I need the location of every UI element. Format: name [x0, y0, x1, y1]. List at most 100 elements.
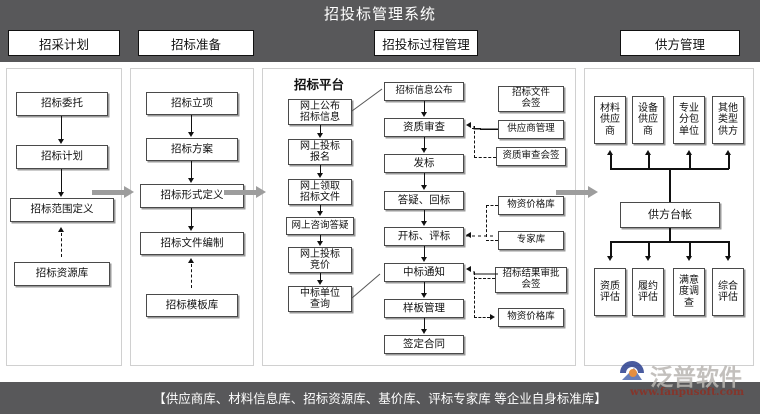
node-material-price-library-1[interactable]: 物资价格库 — [498, 196, 564, 215]
node-qualification-review[interactable]: 资质审查 — [384, 118, 464, 137]
connector-line — [320, 235, 321, 243]
connector-line — [320, 205, 321, 213]
node-label-line3: 供方 — [718, 125, 738, 137]
node-label: 资质审查会签 — [502, 150, 560, 162]
node-bid-result-approval-countersign[interactable]: 招标结果审批 会签 — [495, 267, 567, 293]
node-bid-resource-library[interactable]: 招标资源库 — [14, 262, 110, 286]
connector-line — [648, 241, 650, 257]
node-download-bid-documents-online[interactable]: 网上领取 招标文件 — [288, 179, 352, 205]
arrow-down-icon — [421, 185, 427, 190]
node-label-line1: 招标结果审批 — [502, 268, 560, 280]
node-material-price-library-2[interactable]: 物资价格库 — [498, 308, 564, 327]
arrow-down-icon — [317, 280, 323, 285]
node-supplier-management[interactable]: 供应商管理 — [498, 120, 564, 139]
node-label-line2: 类型 — [718, 114, 738, 126]
connector-line — [320, 273, 321, 282]
node-label: 招标资源库 — [35, 267, 89, 280]
node-label: 招标计划 — [41, 150, 83, 163]
node-publish-bid-info-online[interactable]: 网上公布 招标信息 — [288, 99, 352, 125]
page-title: 招投标管理系统 — [323, 6, 436, 23]
node-supplier-ledger[interactable]: 供方台帐 — [620, 202, 720, 228]
node-bid-template-library[interactable]: 招标模板库 — [146, 294, 238, 317]
node-bid-initiation[interactable]: 招标立项 — [146, 92, 238, 115]
watermark: 泛普软件 www.fanpusoft.com — [616, 358, 760, 408]
node-label: 招标立项 — [171, 96, 213, 109]
stage-arrow-2-icon — [224, 186, 266, 198]
node-qa-and-bid-return[interactable]: 答疑、回标 — [384, 191, 464, 210]
node-label-line1: 资质 — [600, 280, 620, 292]
node-label: 签定合同 — [403, 337, 445, 350]
node-label: 资质审查 — [403, 120, 445, 133]
node-satisfaction-survey[interactable]: 满意 度调 查 — [673, 268, 705, 316]
node-bid-scheme[interactable]: 招标方案 — [146, 138, 238, 161]
node-equipment-supplier[interactable]: 设备 供应 商 — [632, 96, 664, 144]
node-label: 答疑、回标 — [397, 193, 451, 206]
node-online-bid-registration[interactable]: 网上投标 报名 — [288, 139, 352, 165]
node-online-consultation-qa[interactable]: 网上咨询答疑 — [286, 217, 354, 235]
node-sample-management[interactable]: 样板管理 — [384, 299, 464, 318]
tab-procurement-plan[interactable]: 招采计划 — [8, 30, 120, 56]
arrow-down-icon — [58, 139, 64, 144]
arrow-down-icon — [317, 211, 323, 216]
node-label-line2: 供应 — [638, 114, 658, 126]
connector-line — [610, 155, 612, 169]
node-material-supplier[interactable]: 材料 供应 商 — [594, 96, 626, 144]
connector-line — [424, 318, 425, 331]
node-label-line2: 评估 — [718, 292, 738, 303]
node-label-line1: 招标文件 — [511, 87, 550, 99]
node-expert-library[interactable]: 专家库 — [498, 231, 564, 250]
node-label-line1: 设备 — [638, 102, 658, 114]
tab-supplier-management[interactable]: 供方管理 — [620, 30, 740, 56]
node-label-line1: 网上领取 — [300, 180, 340, 192]
node-label: 招标委托 — [41, 97, 83, 110]
arrow-down-icon — [421, 329, 427, 334]
node-winning-bidder-query[interactable]: 中标单位 查询 — [288, 286, 352, 312]
node-award-notification[interactable]: 中标通知 — [384, 263, 464, 282]
node-label: 招标范围定义 — [30, 203, 94, 216]
node-label: 样板管理 — [403, 301, 445, 314]
node-issue-bid[interactable]: 发标 — [384, 154, 464, 173]
node-performance-evaluation[interactable]: 履约 评估 — [632, 268, 664, 316]
arrow-down-icon — [421, 148, 427, 153]
node-qualification-evaluation[interactable]: 资质 评估 — [594, 268, 626, 316]
node-bid-info-announcement[interactable]: 招标信息公布 — [384, 82, 464, 101]
node-bid-document-countersign[interactable]: 招标文件 会签 — [498, 86, 564, 112]
connector-line — [320, 165, 321, 175]
tab-label: 招采计划 — [38, 37, 89, 52]
node-bid-form-definition[interactable]: 招标形式定义 — [140, 184, 244, 208]
arrow-down-icon — [317, 133, 323, 138]
arrow-down-icon — [645, 256, 651, 261]
node-label-line2: 评估 — [600, 292, 620, 303]
tab-bid-preparation[interactable]: 招标准备 — [138, 30, 254, 56]
node-label-line1: 网上公布 — [300, 100, 340, 112]
arrow-right-icon — [490, 314, 495, 320]
node-comprehensive-evaluation[interactable]: 综合 评估 — [712, 268, 744, 316]
node-professional-subcontractor[interactable]: 专业 分包 单位 — [673, 96, 705, 144]
node-sign-contract[interactable]: 签定合同 — [384, 335, 464, 354]
connector-line — [191, 208, 192, 229]
connector-line-dashed — [474, 317, 490, 318]
node-bid-opening-evaluation[interactable]: 开标、评标 — [384, 227, 464, 246]
arrow-down-icon — [686, 256, 692, 261]
node-bid-document-preparation[interactable]: 招标文件编制 — [140, 232, 244, 255]
node-online-bid-pricing[interactable]: 网上投标 竞价 — [288, 247, 352, 273]
tab-bidding-process-management[interactable]: 招投标过程管理 — [374, 30, 478, 56]
node-label: 招标信息公布 — [395, 85, 453, 97]
node-other-supplier-type[interactable]: 其他 类型 供方 — [712, 96, 744, 144]
node-bid-scope-definition[interactable]: 招标范围定义 — [10, 198, 114, 222]
node-bid-entrustment[interactable]: 招标委托 — [16, 92, 108, 116]
node-bid-plan[interactable]: 招标计划 — [16, 145, 108, 169]
connector-line — [424, 246, 425, 259]
leader-line-bottom — [351, 273, 381, 299]
arrow-down-icon — [317, 173, 323, 178]
node-label-line1: 其他 — [718, 102, 738, 114]
stage-arrow-3-icon — [556, 186, 598, 198]
tab-label: 招投标过程管理 — [382, 37, 470, 52]
connector-line — [610, 241, 729, 243]
tab-label: 供方管理 — [654, 37, 705, 52]
node-label-line1: 中标单位 — [300, 287, 340, 299]
node-qualification-review-countersign[interactable]: 资质审查会签 — [496, 147, 566, 166]
node-label-line2: 评估 — [638, 292, 658, 303]
connector-elbow-evaluation — [466, 235, 494, 237]
